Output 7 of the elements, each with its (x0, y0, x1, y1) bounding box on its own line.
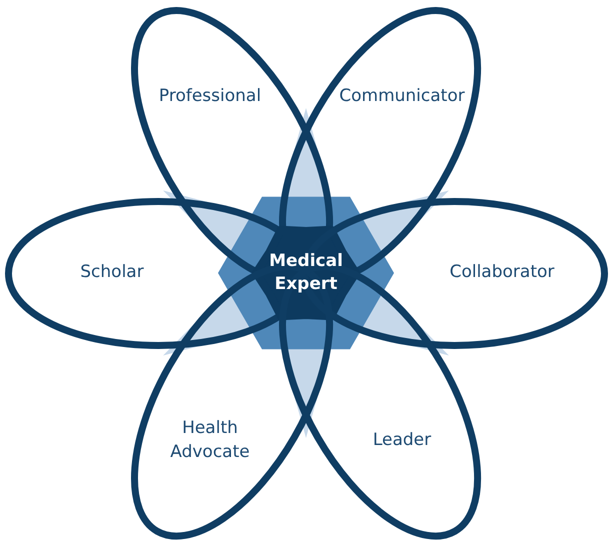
petal-label: Professional (158, 84, 262, 108)
petal-label: Health Advocate (169, 416, 251, 464)
petal-label: Communicator (338, 84, 466, 108)
center-label: Medical Expert (268, 250, 344, 296)
petal-label: Collaborator (448, 261, 556, 284)
petal-label: Scholar (79, 261, 145, 284)
petal-label: Leader (372, 428, 432, 452)
